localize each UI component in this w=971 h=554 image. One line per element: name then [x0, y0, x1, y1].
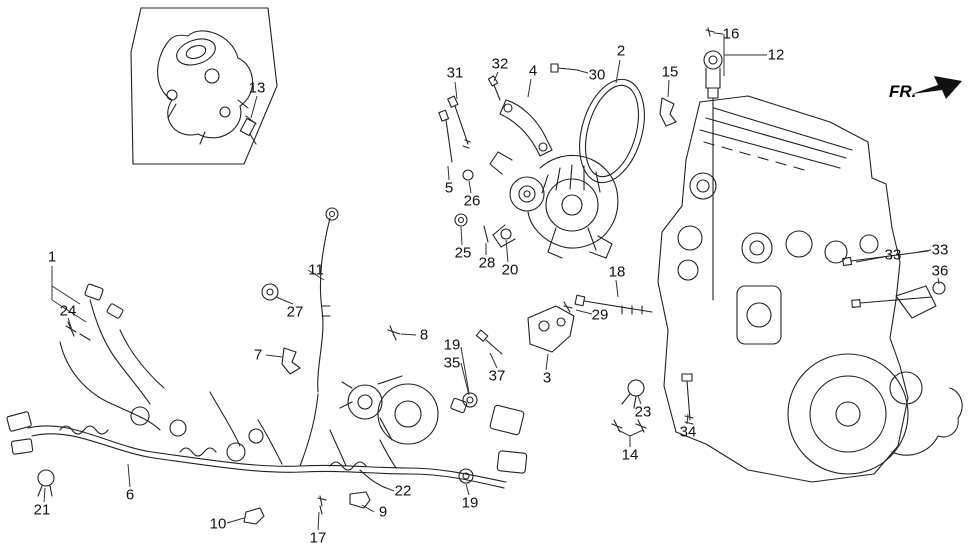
mount-bolts-right [842, 250, 946, 319]
drive-belt [579, 78, 645, 184]
small-hardware [454, 169, 512, 243]
lower-center-hardware [387, 294, 694, 433]
wiring-harness [6, 283, 528, 525]
sensor-12-group [659, 27, 723, 301]
starter-motor [339, 375, 439, 445]
alternator-bracket-and-bolts [438, 63, 579, 163]
sensor-13 [239, 115, 257, 145]
wire-11-group [261, 207, 339, 393]
engine-block [657, 95, 963, 483]
leader-lines [43, 32, 940, 531]
inset-box [130, 7, 278, 165]
fr-label: FR. [889, 82, 917, 101]
fr-arrow-icon [912, 76, 962, 99]
alternator [489, 151, 619, 259]
